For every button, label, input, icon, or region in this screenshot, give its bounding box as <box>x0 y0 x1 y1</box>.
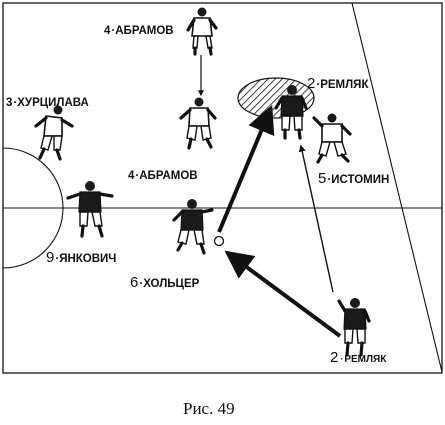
player-number: 2 <box>330 349 338 366</box>
ball <box>213 235 225 247</box>
player-figure-holtser <box>172 199 214 255</box>
label-holtser: 6·ХОЛЬЦЕР <box>130 274 200 291</box>
player-figure-remlyak-bottom <box>337 298 371 357</box>
svg-text:2·РЕМЛЯК: 2·РЕМЛЯК <box>307 75 369 92</box>
arrows <box>198 55 342 338</box>
player-figure-abramov-mid <box>179 97 217 150</box>
player-name: РЕМЛЯК <box>320 79 369 91</box>
pass-arrow-to-zone <box>217 104 275 233</box>
svg-text:4·АБРАМОВ: 4·АБРАМОВ <box>104 25 174 37</box>
center-circle-arc <box>2 147 64 269</box>
player-name: ИСТОМИН <box>331 174 389 186</box>
penalty-area-line <box>351 2 443 373</box>
player-name: РЕМЛЯК <box>344 354 387 365</box>
player-number: 6 <box>130 274 138 291</box>
player-number: 5 <box>318 170 326 187</box>
svg-text:3·ХУРЦИЛАВА: 3·ХУРЦИЛАВА <box>6 97 89 109</box>
player-name: АБРАМОВ <box>115 25 173 37</box>
figure-caption: Рис. 49 <box>183 399 235 418</box>
label-khurtsilava: 3·ХУРЦИЛАВА <box>6 97 89 109</box>
player-name: ХОЛЬЦЕР <box>143 278 199 290</box>
player-number: 2 <box>307 75 315 92</box>
player-figure-yankovich <box>66 181 114 238</box>
player-name: АБРАМОВ <box>139 170 197 182</box>
svg-text:2·РЕМЛЯК: 2·РЕМЛЯК <box>330 349 387 366</box>
pitch-boundary <box>2 2 443 374</box>
player-figure-istomin <box>312 113 352 164</box>
svg-text:6·ХОЛЬЦЕР: 6·ХОЛЬЦЕР <box>130 274 200 291</box>
player-number: 4 <box>104 25 111 37</box>
svg-text:4·АБРАМОВ: 4·АБРАМОВ <box>128 170 198 182</box>
player-number: 4 <box>128 170 135 182</box>
svg-text:9·ЯНКОВИЧ: 9·ЯНКОВИЧ <box>46 249 116 266</box>
label-remlyak-bottom: 2·РЕМЛЯК <box>330 349 387 366</box>
label-istomin: 5·ИСТОМИН <box>318 170 389 187</box>
label-yankovich: 9·ЯНКОВИЧ <box>46 249 116 266</box>
player-figure-remlyak-top <box>274 85 308 140</box>
player-number: 9 <box>46 249 54 266</box>
label-remlyak-top: 2·РЕМЛЯК <box>307 75 369 92</box>
player-name: ХУРЦИЛАВА <box>17 97 89 109</box>
label-abramov-mid: 4·АБРАМОВ <box>128 170 198 182</box>
remlyak-run-arrow <box>298 144 334 293</box>
player-figure-khurtsilava <box>34 105 74 161</box>
label-abramov-top: 4·АБРАМОВ <box>104 25 174 37</box>
svg-text:5·ИСТОМИН: 5·ИСТОМИН <box>318 170 389 187</box>
pitch <box>2 2 443 374</box>
player-name: ЯНКОВИЧ <box>59 253 116 265</box>
player-figure-abramov-top <box>186 7 218 56</box>
pass-arrow-to-holtser <box>224 250 342 338</box>
player-number: 3 <box>6 97 12 109</box>
